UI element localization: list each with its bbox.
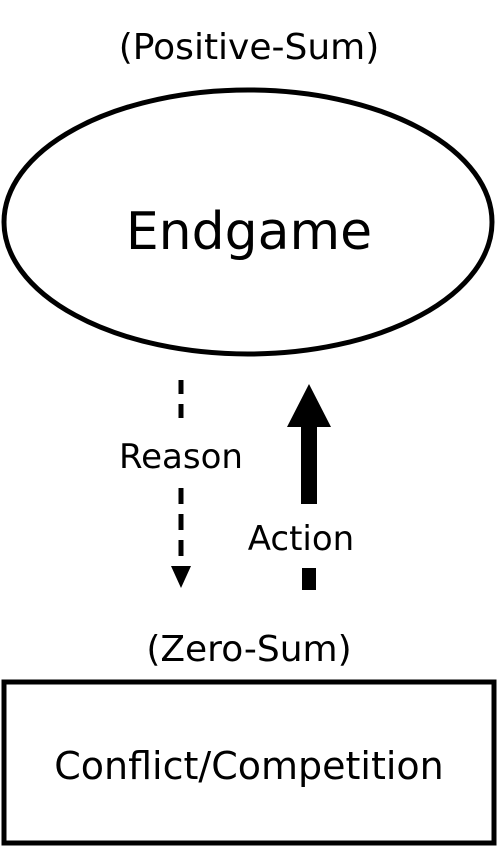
action-label: Action [247, 519, 355, 559]
conflict-competition-label: Conflict/Competition [54, 744, 444, 788]
reason-label: Reason [119, 437, 243, 477]
action-arrowhead [287, 384, 331, 427]
positive-sum-caption: (Positive-Sum) [118, 27, 380, 68]
endgame-ellipse [1, 87, 495, 357]
action-arrow [287, 384, 331, 590]
endgame-label: Endgame [125, 202, 373, 262]
conflict-box [1, 679, 497, 846]
reason-arrowhead [171, 566, 191, 588]
zero-sum-caption: (Zero-Sum) [146, 629, 352, 670]
reason-arrow [171, 380, 191, 588]
